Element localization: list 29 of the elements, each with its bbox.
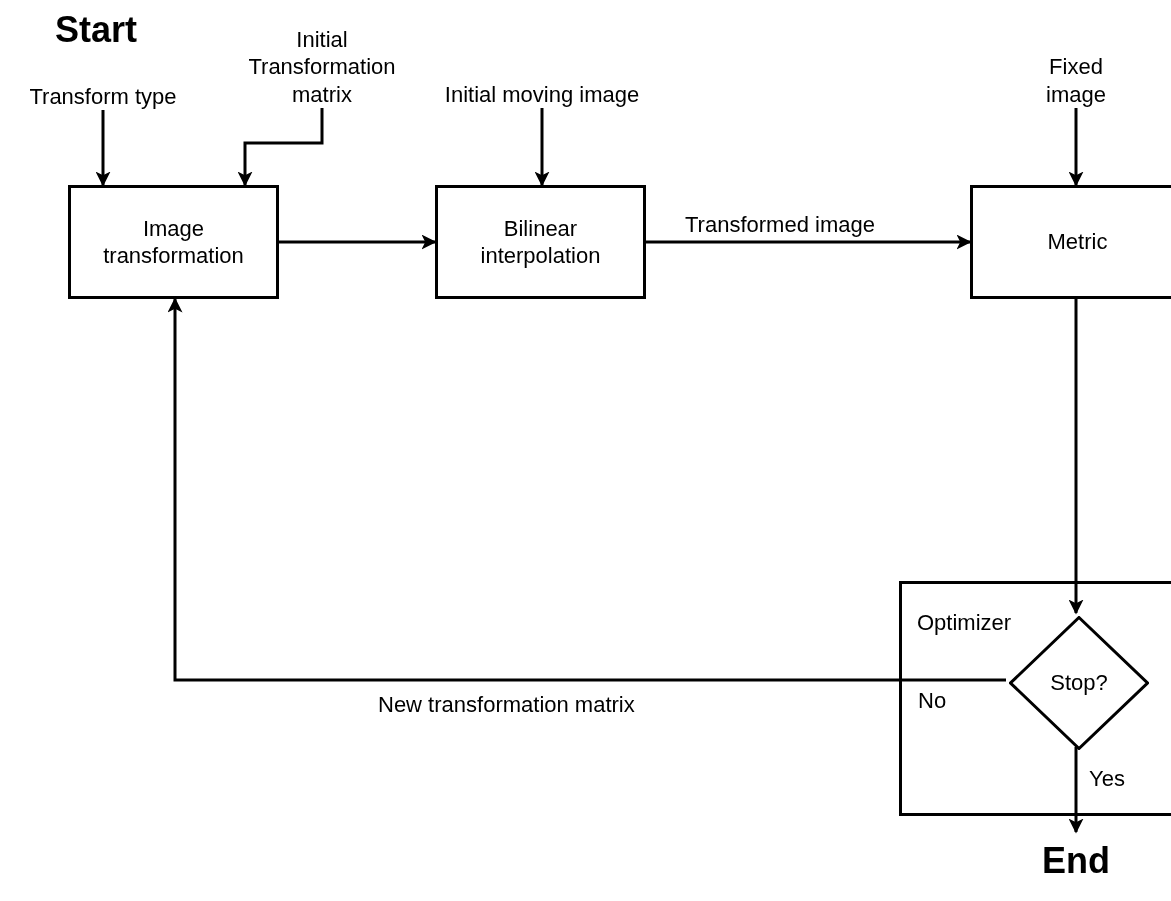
input-label: Transform type bbox=[10, 78, 196, 110]
start-label: Start bbox=[55, 8, 138, 52]
process-box bbox=[435, 185, 646, 299]
arrow bbox=[1068, 747, 1084, 834]
arrow bbox=[534, 108, 550, 187]
arrow bbox=[646, 234, 972, 250]
arrow bbox=[1068, 108, 1084, 187]
end-label: End bbox=[1030, 832, 1122, 888]
edge-label: Transformed image bbox=[685, 212, 875, 239]
arrow bbox=[95, 110, 111, 187]
process-box bbox=[68, 185, 279, 299]
loop-label: New transformation matrix bbox=[378, 692, 635, 719]
edge-label: Yes bbox=[1089, 766, 1125, 793]
optimizer-box bbox=[899, 581, 1171, 816]
decision-diamond bbox=[1009, 616, 1149, 750]
box-label: Image transformation bbox=[102, 214, 245, 270]
group-heading: Optimizer bbox=[917, 610, 1012, 637]
arrow bbox=[237, 108, 324, 187]
edge-label: No bbox=[918, 688, 947, 715]
arrow bbox=[167, 297, 1006, 682]
input-label: Initial moving image bbox=[440, 40, 644, 108]
arrow bbox=[1068, 299, 1084, 615]
input-label: Initial Transformation matrix bbox=[222, 4, 422, 108]
box-label: Metric bbox=[1047, 228, 1108, 256]
decision-label: Stop? bbox=[1050, 669, 1108, 697]
box-label: Bilinear interpolation bbox=[479, 214, 602, 270]
process-box bbox=[970, 185, 1171, 299]
input-label: Fixed image bbox=[1020, 40, 1132, 108]
arrow bbox=[279, 234, 437, 250]
